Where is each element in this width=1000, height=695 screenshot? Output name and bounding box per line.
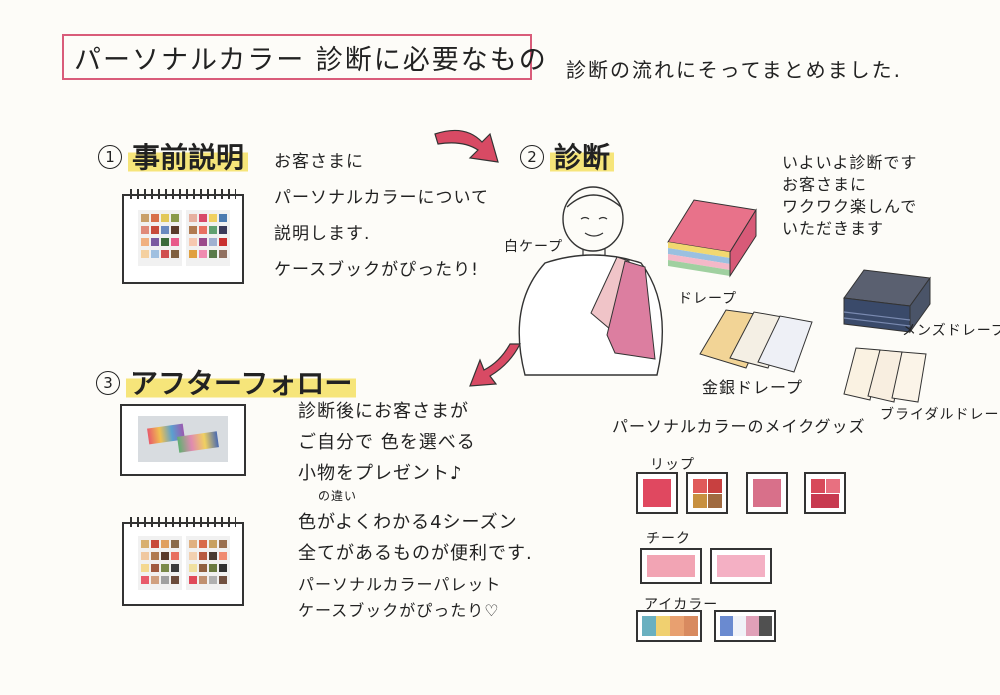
step-3-insert: の違い	[318, 489, 358, 503]
palette-page	[138, 536, 182, 590]
arrow-step1-to-2	[434, 129, 499, 163]
lip-pan	[811, 494, 839, 508]
eye-color-pans	[720, 616, 772, 636]
palette-page	[186, 210, 230, 266]
lip-compact	[636, 472, 678, 514]
lip-label: リップ	[650, 457, 695, 473]
cheek-pan	[717, 555, 765, 577]
lip-pan	[708, 479, 722, 493]
eye-color-pans	[642, 616, 698, 636]
lip-pan	[643, 479, 671, 507]
case-book-illustration	[122, 517, 244, 606]
lip-compact	[746, 472, 788, 514]
white-cape-label: 白ケープ	[504, 239, 564, 255]
step-2-note: いよいよ診断です お客さまに ワクワク楽しんで いただきます	[782, 152, 917, 240]
step-3-line: ケースブックがぴったり♡	[298, 601, 500, 620]
lip-pan	[811, 479, 825, 493]
eye-color-label: アイカラー	[644, 597, 719, 613]
step-3-line: パーソナルカラーパレット	[298, 575, 502, 594]
lip-compact	[686, 472, 728, 514]
step-2-label: 診断	[550, 141, 615, 174]
step-1-label: 事前説明	[128, 141, 249, 174]
spiral-binding	[130, 517, 236, 527]
lip-compact	[804, 472, 846, 514]
step-2-note-line: いよいよ診断です	[782, 153, 918, 172]
step-3-line: 全てがあるものが便利です.	[298, 543, 533, 564]
mens-drape-label: メンズドレープ	[902, 323, 1000, 339]
make-goods-title: パーソナルカラーのメイクグッズ	[612, 417, 866, 436]
step-3-line: 診断後にお客さまが	[298, 401, 469, 422]
cheek-label: チーク	[646, 531, 691, 547]
page-title: パーソナルカラー 診断に必要なもの	[74, 45, 548, 76]
gold-silver-drape-label: 金銀ドレープ	[702, 378, 804, 397]
step-1-line: パーソナルカラーについて	[274, 188, 489, 208]
palette-card-illustration	[120, 404, 246, 476]
step-1-number: 1	[98, 145, 122, 169]
eye-color-palette	[714, 610, 776, 642]
step-1-line: ケースブックがぴったり!	[274, 260, 479, 280]
step-1-line: 説明します.	[274, 224, 371, 244]
spiral-binding	[130, 189, 236, 199]
step-3-text-b: 色がよくわかる4シーズン 全てがあるものが便利です.	[298, 507, 533, 569]
step-1-text: お客さまに パーソナルカラーについて 説明します. ケースブックがぴったり!	[274, 144, 489, 288]
drape-stack-illustration	[667, 199, 757, 278]
step-1-line: お客さまに	[274, 152, 364, 172]
bridal-drape-illustration	[843, 347, 927, 403]
palette-page	[138, 210, 182, 266]
step-2-note-line: お客さまに	[782, 175, 868, 194]
step-2-number: 2	[520, 145, 544, 169]
step-3-line: 色がよくわかる4シーズン	[298, 512, 518, 533]
step-3-line: 小物をプレゼント♪	[298, 463, 463, 484]
cheek-compact	[640, 548, 702, 584]
title-frame	[62, 34, 532, 80]
cheek-pan	[647, 555, 695, 577]
arrow-step2-to-3	[469, 343, 521, 387]
lip-pan	[693, 494, 707, 508]
mens-drape-illustration	[843, 269, 931, 334]
step-2-note-line: ワクワク楽しんで	[782, 197, 918, 216]
page-subtitle: 診断の流れにそってまとめました.	[566, 58, 902, 82]
cheek-compact	[710, 548, 772, 584]
step-3-line: ご自分で 色を選べる	[298, 432, 476, 453]
drape-label: ドレープ	[678, 291, 738, 307]
lip-pan	[826, 479, 840, 493]
step-3-number: 3	[96, 371, 120, 395]
person-with-cape-illustration	[518, 186, 663, 376]
bridal-drape-label: ブライダルドレープ	[880, 407, 1000, 423]
step-3-label: アフターフォロー	[126, 367, 357, 400]
eye-color-palette	[636, 610, 702, 642]
palette-page	[186, 536, 230, 590]
lip-pan	[753, 479, 781, 507]
case-book-illustration	[122, 189, 244, 284]
lip-pan	[708, 494, 722, 508]
step-3-text-c: パーソナルカラーパレット ケースブックがぴったり♡	[298, 572, 501, 624]
step-2-note-line: いただきます	[782, 219, 885, 238]
lip-pan	[693, 479, 707, 493]
gold-silver-drape-illustration	[699, 309, 813, 373]
step-3-text-a: 診断後にお客さまが ご自分で 色を選べる 小物をプレゼント♪	[298, 396, 476, 489]
